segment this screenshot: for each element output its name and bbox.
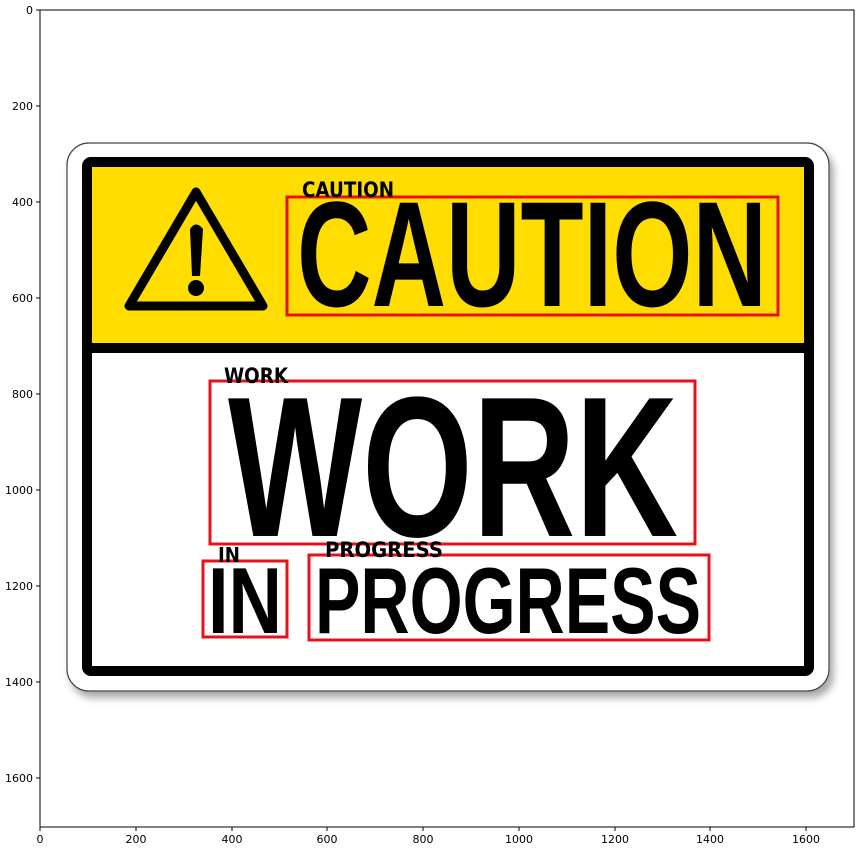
detection-labels: CAUTION WORK IN PROGRESS — [218, 178, 443, 567]
y-tick-label: 400 — [12, 196, 33, 209]
y-tick-label: 1000 — [5, 484, 33, 497]
sign-word-work: WORK — [228, 356, 678, 579]
x-tick-label: 0 — [37, 833, 44, 846]
detection-label-caution: CAUTION — [302, 178, 394, 202]
y-axis: 0 200 400 600 800 1000 1200 1400 1600 — [5, 4, 40, 785]
detection-box-in — [201, 559, 289, 639]
y-tick-label: 200 — [12, 100, 33, 113]
x-tick-label: 600 — [317, 833, 338, 846]
detection-label-progress: PROGRESS — [325, 538, 443, 562]
caution-sign: CAUTION WORK IN PROGRESS — [66, 142, 830, 692]
x-axis: 0 200 400 600 800 1000 1200 1400 1600 — [37, 827, 820, 846]
x-tick-label: 1200 — [601, 833, 629, 846]
sign-word-progress: PROGRESS — [315, 548, 701, 653]
y-tick-label: 1200 — [5, 580, 33, 593]
x-tick-label: 1400 — [696, 833, 724, 846]
x-tick-label: 400 — [222, 833, 243, 846]
y-tick-label: 0 — [26, 4, 33, 17]
detection-box-caution — [285, 195, 780, 317]
warning-triangle-icon — [124, 187, 268, 311]
detection-label-in: IN — [218, 543, 240, 567]
x-tick-label: 800 — [413, 833, 434, 846]
detection-box-work — [208, 379, 697, 546]
y-tick-label: 600 — [12, 292, 33, 305]
detection-overlay — [201, 195, 780, 642]
x-tick-label: 1000 — [505, 833, 533, 846]
y-tick-label: 1600 — [5, 772, 33, 785]
x-tick-label: 200 — [126, 833, 147, 846]
y-tick-label: 1400 — [5, 676, 33, 689]
detection-label-work: WORK — [224, 364, 289, 388]
y-tick-label: 800 — [12, 388, 33, 401]
detection-box-progress — [307, 553, 711, 642]
x-tick-label: 1600 — [792, 833, 820, 846]
